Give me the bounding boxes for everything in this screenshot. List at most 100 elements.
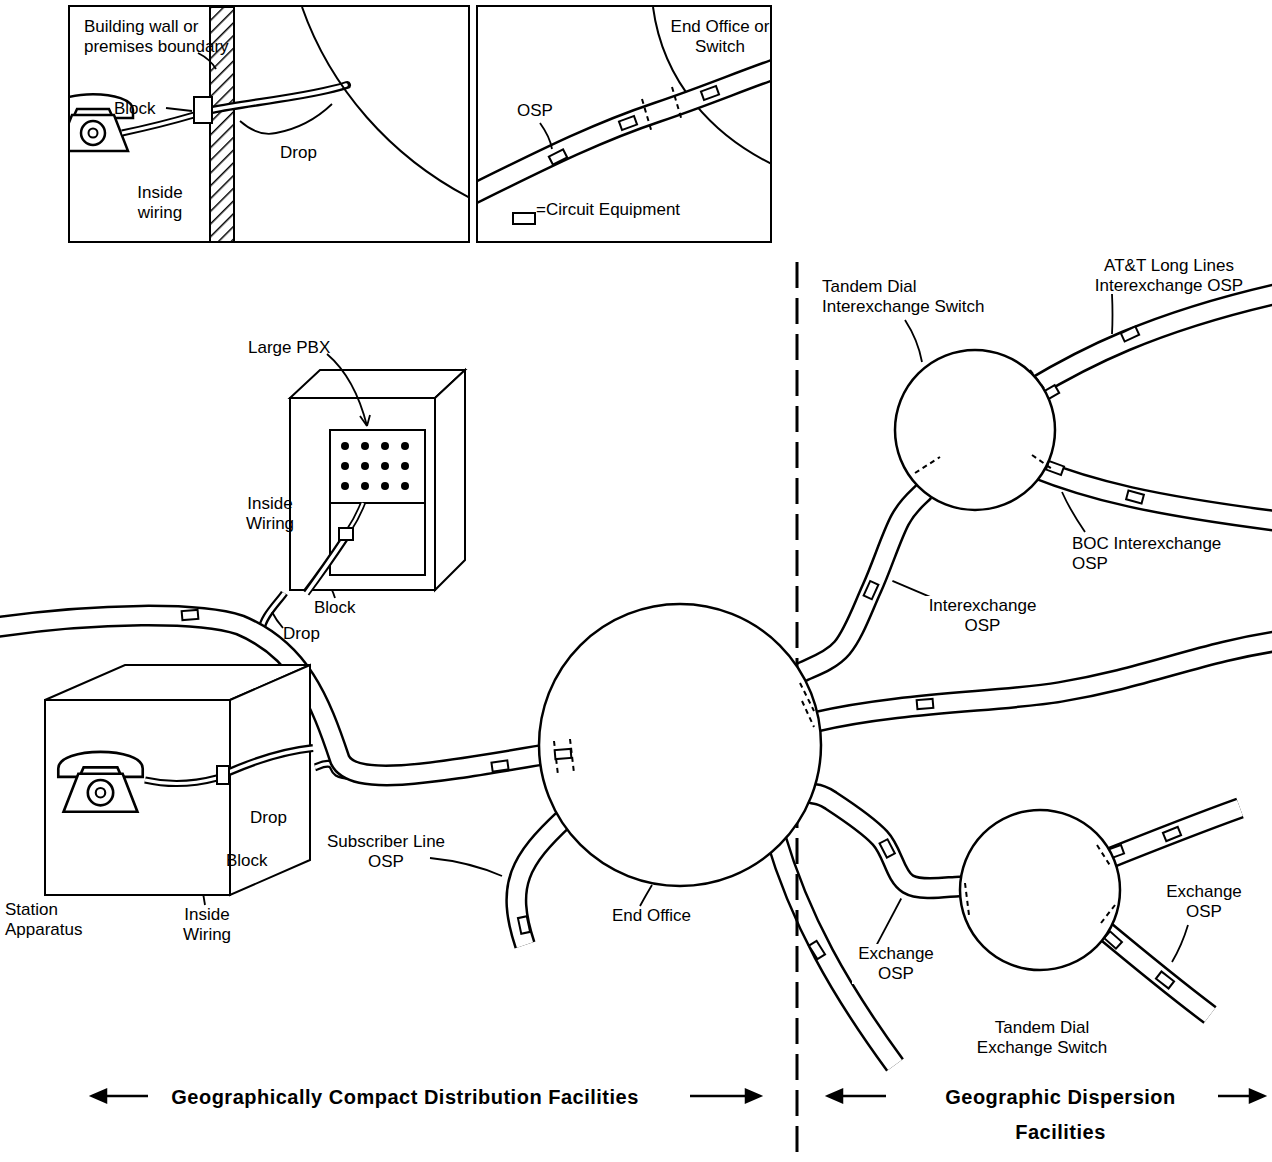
edge-label: Exchange OSP — [852, 944, 940, 984]
drawing-part — [1156, 972, 1174, 989]
cable-outline — [0, 292, 1272, 1065]
part-label: Drop — [250, 808, 287, 828]
cable-fill — [0, 292, 1272, 1065]
drawing-part — [1098, 925, 1210, 1015]
drawing-part — [339, 528, 353, 540]
drawing-part — [306, 538, 345, 593]
tandem-switch-circle: Tandem Dial Exchange Switch — [955, 805, 1135, 1067]
drawing-part — [306, 538, 345, 594]
drawing-part — [1032, 455, 1052, 469]
drawing-part — [554, 683, 814, 775]
drawing-part — [555, 749, 572, 759]
part-label: Inside Wiring — [232, 494, 308, 534]
part-label: BOC Interexchange OSP — [1072, 534, 1232, 574]
drawing-part — [212, 85, 346, 110]
node-label: End Office — [612, 906, 691, 926]
part-label: Drop — [283, 624, 320, 644]
drawing-part — [327, 354, 367, 426]
drawing-part — [92, 1090, 106, 1102]
part-label: Block — [314, 598, 356, 618]
drawing-part — [518, 916, 530, 934]
drawing-part — [212, 85, 347, 110]
circuit-equipment — [880, 839, 895, 857]
drawing-part — [915, 457, 940, 473]
drawing-part — [746, 1090, 760, 1102]
drawing-part — [1062, 492, 1085, 532]
facility-caption: Geographic Dispersion Facilities — [908, 1080, 1213, 1150]
node-label: Tandem Dial Interexchange Switch — [822, 277, 1014, 317]
station-building: Station Apparatus — [5, 660, 315, 942]
drawing-part — [642, 87, 682, 133]
pbx-cabinet-shape — [245, 338, 470, 593]
cable-outline — [801, 492, 924, 673]
drawing-part — [549, 149, 567, 164]
drawing-part — [1101, 905, 1115, 923]
drawing-part — [476, 68, 772, 194]
drawing-part — [330, 502, 425, 504]
drawing-part — [435, 370, 465, 590]
drawing-part — [58, 752, 142, 812]
drawing-part — [401, 482, 409, 490]
drawing-part — [341, 482, 349, 490]
node-label: Drop — [280, 143, 317, 163]
drawing-part — [1163, 827, 1181, 841]
drawing-part — [145, 778, 217, 784]
drawing-part — [640, 885, 652, 906]
drawing-part — [272, 612, 283, 628]
drawing-part — [836, 1095, 886, 1098]
drawing-part — [905, 320, 922, 362]
drawing-part — [1111, 294, 1113, 334]
drawing-part — [229, 748, 314, 772]
drawing-part — [491, 760, 508, 771]
drawing-part — [1098, 925, 1210, 1015]
drawing-part — [642, 99, 652, 133]
drawing-part — [381, 442, 389, 450]
drawing-part — [672, 87, 682, 121]
drawing-part — [1100, 808, 1240, 862]
drawing-part — [619, 116, 637, 130]
drawing-part — [341, 462, 349, 470]
drawing-part — [802, 701, 814, 727]
drawing-part — [361, 442, 369, 450]
part-label: Subscriber Line OSP — [318, 832, 454, 872]
drawing-part — [701, 86, 719, 100]
drawing-part — [330, 430, 425, 575]
circuit-equipment — [182, 327, 1181, 989]
drawing-part — [540, 123, 552, 149]
drawing-part — [1030, 370, 1046, 391]
leader-line — [877, 899, 901, 945]
facility-caption: Geographically Compact Distribution Faci… — [160, 1080, 650, 1115]
drawing-part — [516, 818, 565, 945]
drawing-part — [290, 398, 435, 590]
drawing-part — [476, 68, 772, 194]
drawing-part — [1030, 292, 1272, 390]
cable-outline — [812, 794, 960, 889]
drawing-part — [915, 370, 1052, 473]
drawing-part — [166, 108, 192, 111]
edge-label: Interexchange OSP — [920, 596, 1045, 636]
cable-connector — [812, 794, 960, 889]
cable-fill — [812, 794, 960, 889]
drawing-part — [513, 213, 535, 224]
drawing-part — [1172, 925, 1188, 962]
drawing-part — [381, 482, 389, 490]
drawing-part — [240, 104, 332, 134]
drawing-part — [1250, 1090, 1264, 1102]
node-label: End Office or Switch — [668, 17, 772, 57]
drawing-part — [430, 858, 502, 876]
drawing-part — [809, 941, 825, 959]
drawing-part — [360, 415, 370, 426]
node-label: Station Apparatus — [5, 900, 130, 940]
drawing-part — [1035, 468, 1272, 522]
circuit-equipment — [864, 581, 879, 599]
node-label: Inside wiring — [120, 183, 200, 223]
drawing-part — [182, 610, 199, 620]
drawing-part — [690, 1095, 752, 1098]
legend-text: =Circuit Equipment — [536, 200, 680, 220]
part-label: Inside Wiring — [168, 905, 246, 945]
drawing-part — [555, 749, 572, 759]
end-office-circle-shape — [538, 603, 822, 938]
cable-fill — [801, 492, 924, 673]
drawing-part — [965, 883, 969, 915]
